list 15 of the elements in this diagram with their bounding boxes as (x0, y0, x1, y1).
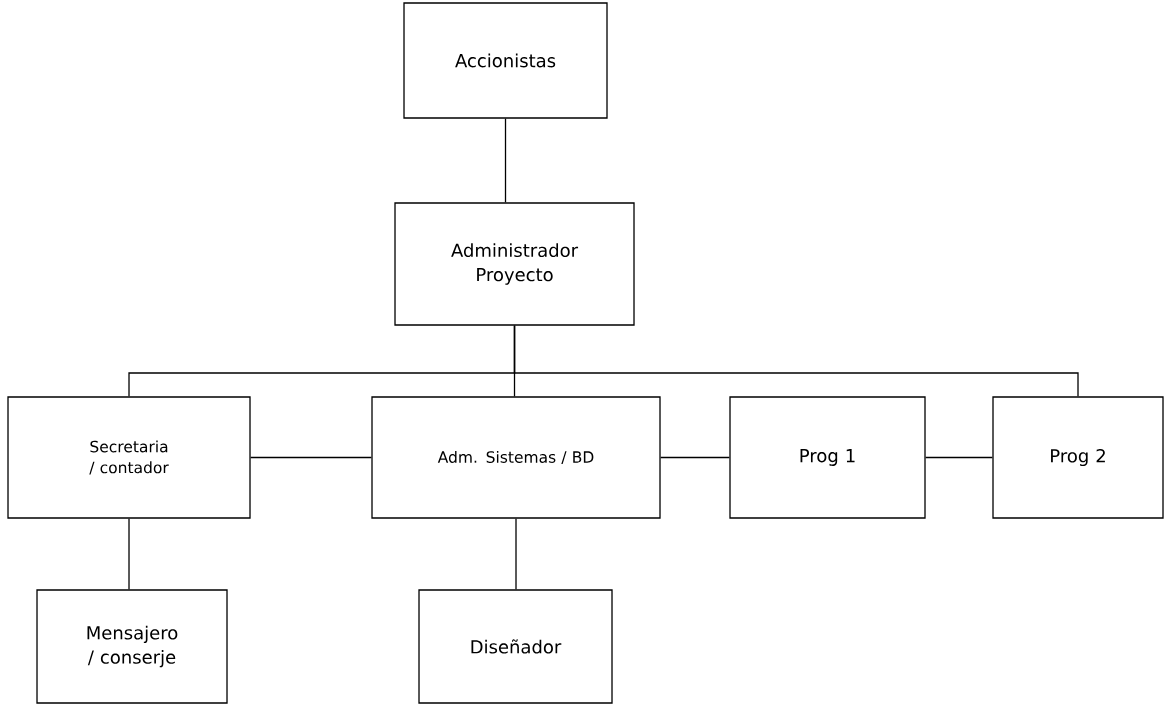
org-box: Prog 2 (992, 396, 1164, 519)
connector-line (660, 456, 730, 459)
org-box: Prog 1 (729, 396, 926, 519)
org-box: Diseñador (418, 589, 613, 704)
connector-line (515, 518, 517, 590)
connector-line (925, 456, 993, 459)
connector-line (504, 118, 507, 203)
org-box: Secretaria / contador (7, 396, 251, 519)
connector-line (128, 518, 130, 590)
org-box: Mensajero / conserje (36, 589, 228, 704)
org-box: Administrador Proyecto (394, 202, 635, 326)
connector-line (250, 456, 372, 459)
connector-line (513, 325, 1079, 397)
org-box: Accionistas (403, 2, 608, 119)
org-box: Adm. Sistemas / BD (371, 396, 661, 519)
